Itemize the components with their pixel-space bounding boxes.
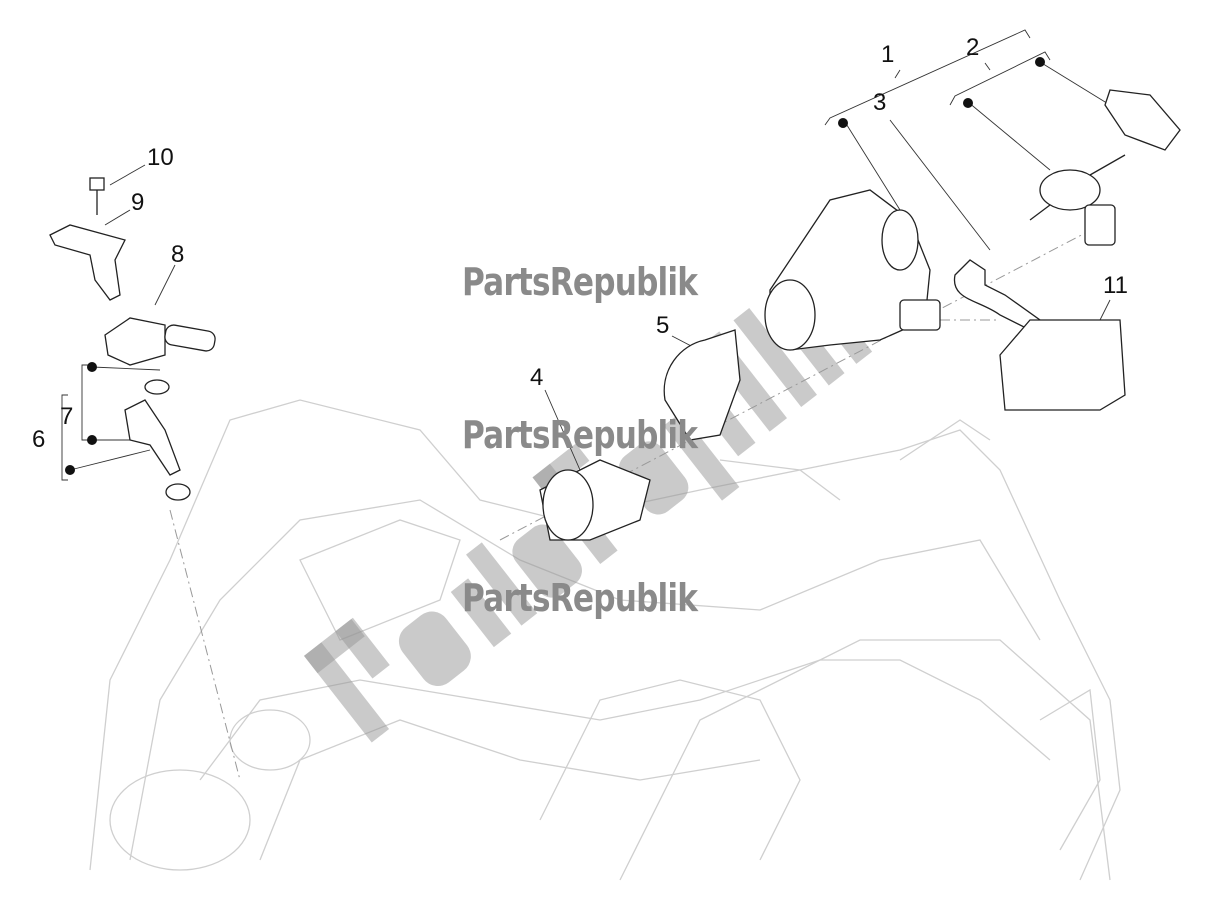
injector — [124, 399, 181, 476]
callout-7: 7 — [60, 403, 74, 430]
callout-9: 9 — [131, 189, 145, 216]
hose — [953, 259, 1042, 331]
watermark-1: PartsRepublik — [462, 260, 698, 304]
callout-3: 3 — [873, 89, 887, 116]
callout-4: 4 — [530, 364, 544, 391]
clamp — [663, 329, 741, 441]
callout-8: 8 — [171, 241, 185, 268]
reference-dots — [65, 57, 1045, 475]
callout-2: 2 — [966, 34, 980, 61]
watermark-2: PartsRepublik — [462, 413, 698, 457]
watermark-3: PartsRepublik — [462, 576, 698, 620]
clip — [1104, 89, 1181, 151]
sensor — [104, 317, 166, 366]
callout-10: 10 — [147, 144, 174, 171]
callout-1: 1 — [881, 41, 895, 68]
bolt — [89, 177, 105, 191]
callout-11: 11 — [1103, 272, 1128, 299]
cover — [999, 319, 1126, 411]
callout-6: 6 — [32, 426, 46, 453]
engine-background — [89, 399, 1121, 881]
bracket — [49, 224, 126, 301]
callout-5: 5 — [656, 312, 670, 339]
vent-valve — [1039, 169, 1101, 211]
